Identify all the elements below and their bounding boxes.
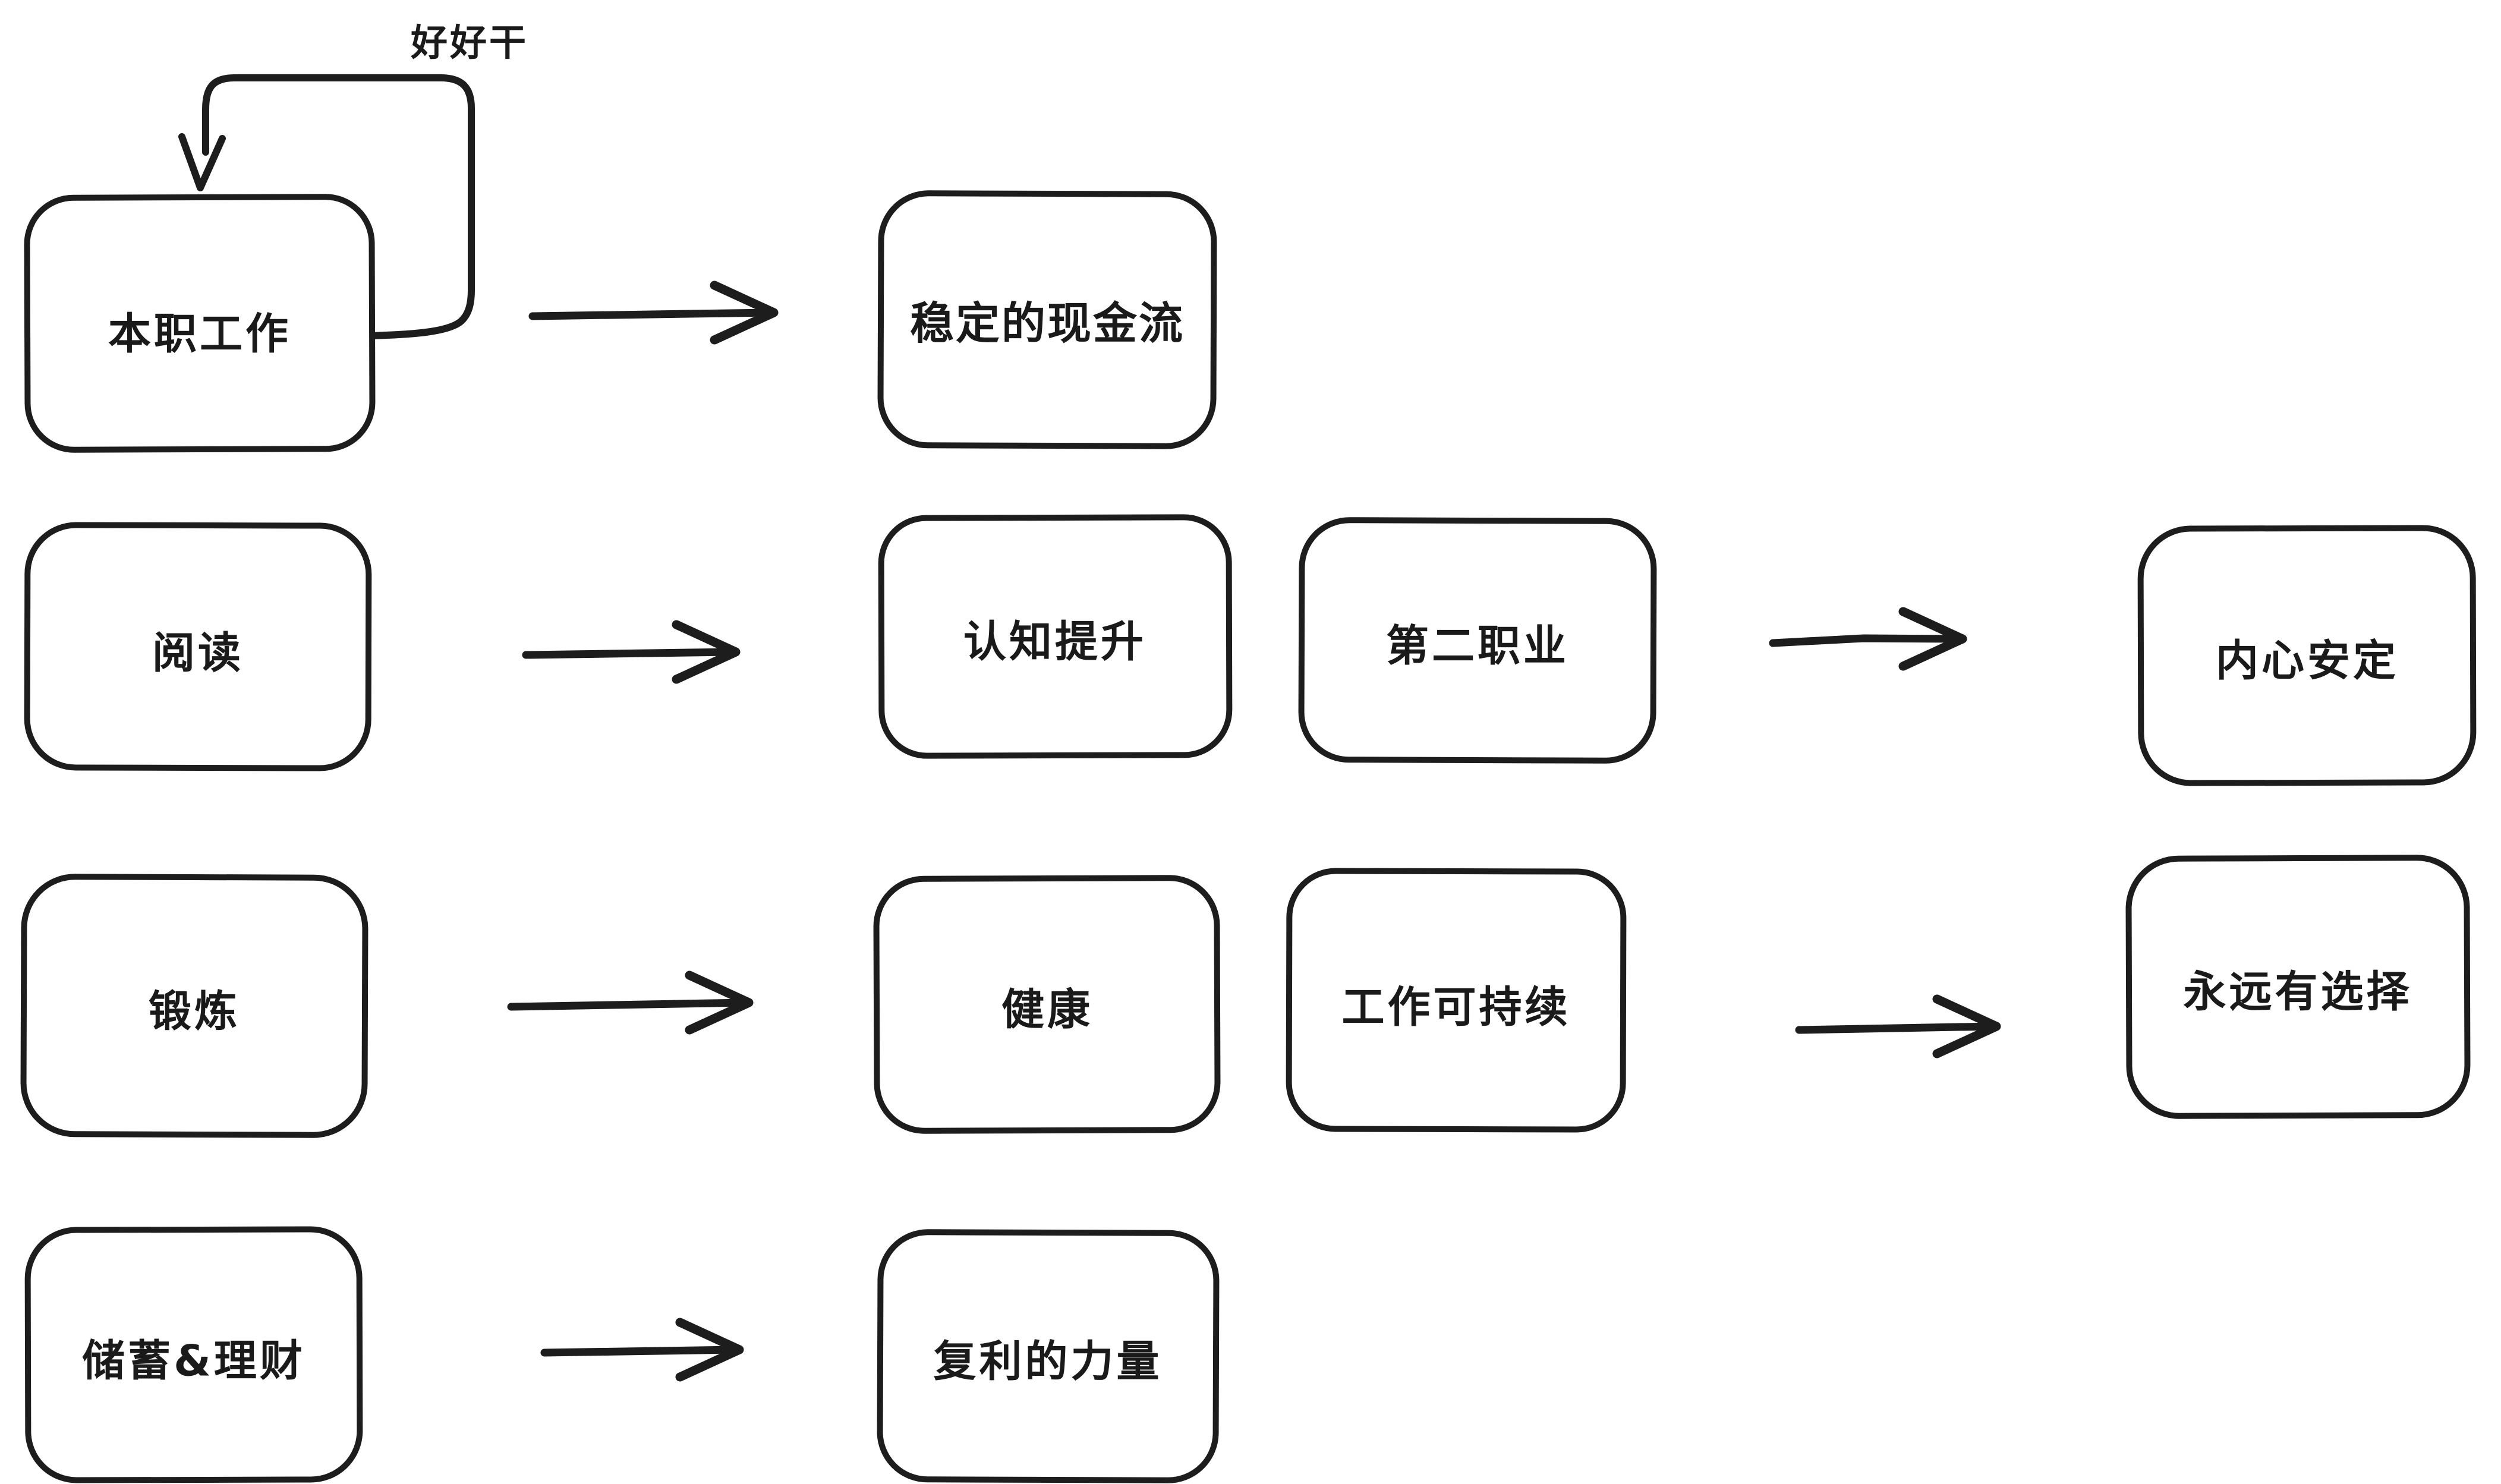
node-label-sustainable-work: 工作可持续 <box>1341 982 1571 1032</box>
edge-shaft <box>1795 1022 1997 1034</box>
node-label-always-have-choices: 永远有选择 <box>2183 966 2412 1017</box>
node-label-second-career: 第二职业 <box>1385 620 1570 671</box>
node-box-stable-cashflow <box>877 190 1217 449</box>
edge-sustainablework-choices <box>1795 994 2001 1058</box>
arrowhead-icon <box>672 620 741 684</box>
node-label-savings-investment: 储蓄&理财 <box>82 1335 305 1386</box>
self-loop-path <box>202 74 475 339</box>
arrowhead-icon <box>710 281 779 345</box>
node-box-always-have-choices <box>2125 855 2471 1119</box>
node-box-exercise <box>20 874 368 1138</box>
node-box-inner-peace <box>2137 525 2477 786</box>
edge-shaft <box>540 1346 740 1357</box>
node-box-savings-investment <box>24 1226 363 1483</box>
self-loop-label: 好好干 <box>410 21 529 64</box>
edge-savings-compound <box>540 1318 744 1382</box>
node-label-exercise: 锻炼 <box>148 986 241 1036</box>
edge-exercise-health <box>507 971 754 1035</box>
node-label-stable-cashflow: 稳定的现金流 <box>910 298 1185 349</box>
self-loop-arrowhead-icon <box>178 133 226 191</box>
edge-reading-cognition <box>522 620 741 684</box>
node-label-inner-peace: 内心安定 <box>2215 635 2399 686</box>
node-label-main-job: 本职工作 <box>108 308 292 359</box>
node-box-compound-power <box>877 1229 1220 1483</box>
node-box-health <box>873 875 1221 1134</box>
node-label-reading: 阅读 <box>152 628 244 678</box>
arrowhead-icon <box>1898 607 1967 671</box>
node-box-reading <box>24 522 372 771</box>
arrowhead-icon <box>1932 994 2001 1058</box>
node-box-main-job <box>24 194 376 453</box>
node-box-second-career <box>1298 517 1657 764</box>
node-label-compound-power: 复利的力量 <box>933 1336 1163 1387</box>
edge-shaft <box>1769 634 1963 647</box>
arrowhead-icon <box>675 1318 744 1382</box>
edge-shaft <box>507 998 749 1011</box>
arrowhead-icon <box>685 971 754 1035</box>
node-label-cognition-upgrade: 认知提升 <box>963 616 1147 667</box>
node-label-health: 健康 <box>1001 984 1094 1035</box>
edge-shaft <box>528 308 774 320</box>
edge-shaft <box>522 648 736 659</box>
node-box-cognition-upgrade <box>878 514 1233 759</box>
edge-mainjob-cashflow <box>528 281 779 345</box>
self-loop-edge <box>178 74 475 339</box>
node-box-sustainable-work <box>1286 868 1627 1133</box>
edge-secondcareer-innerpeace <box>1769 607 1967 671</box>
